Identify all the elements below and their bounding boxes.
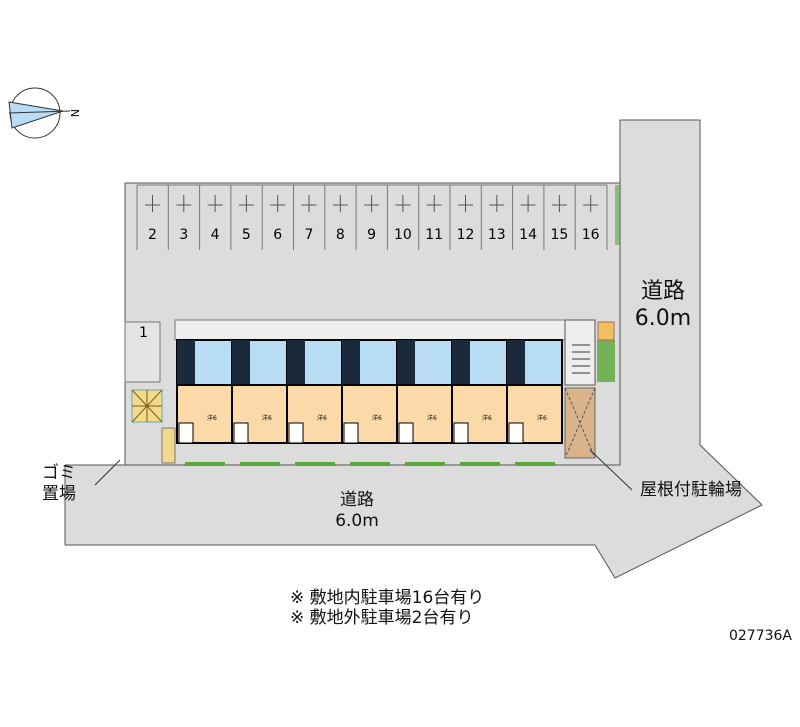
svg-text:洋6: 洋6	[372, 414, 382, 422]
svg-text:洋6: 洋6	[207, 414, 217, 422]
parking-space-9: 9	[367, 227, 377, 243]
svg-text:洋6: 洋6	[262, 414, 272, 422]
garbage-label: ゴミ置場	[42, 463, 76, 504]
apartment-unit: 洋6	[451, 339, 508, 466]
parking-space-8: 8	[335, 227, 345, 243]
parking-space-14: 14	[519, 227, 537, 243]
parking-space-12: 12	[456, 227, 475, 243]
property-code: 027736A	[728, 628, 792, 644]
parking-space-6: 6	[273, 227, 283, 243]
parking-space-4: 4	[210, 227, 220, 243]
parking-space-2: 2	[148, 227, 157, 243]
parking-space-1	[124, 321, 161, 383]
parking-space-label: 1	[139, 325, 148, 341]
parking-space-11: 11	[425, 227, 444, 243]
svg-text:洋6: 洋6	[317, 414, 327, 422]
note-offsite-parking: ※ 敷地外駐車場2台有り	[290, 608, 474, 628]
svg-text:洋6: 洋6	[427, 414, 437, 422]
parking-space-5: 5	[241, 227, 251, 243]
road-bottom	[65, 465, 620, 545]
parking-space-13: 13	[487, 227, 506, 243]
note-onsite-parking: ※ 敷地内駐車場16台有り	[290, 588, 485, 608]
parking-space-15: 15	[550, 227, 569, 243]
parking-space-10: 10	[393, 227, 412, 243]
svg-text:N: N	[68, 109, 81, 117]
parking-space-7: 7	[304, 227, 314, 243]
bicycle-parking-label: 屋根付駐輪場	[640, 480, 742, 500]
apartment-unit: 洋6	[506, 339, 563, 466]
north-arrow-icon: N	[8, 87, 81, 139]
apartment-unit: 洋6	[231, 339, 288, 466]
svg-text:洋6: 洋6	[537, 414, 547, 422]
svg-text:洋6: 洋6	[482, 414, 492, 422]
parking-space-3: 3	[179, 227, 189, 243]
parking-space-16: 16	[581, 227, 600, 243]
apartment-unit: 洋6	[286, 339, 343, 466]
apartment-unit: 洋6	[341, 339, 398, 466]
apartment-unit: 洋6	[396, 339, 453, 466]
